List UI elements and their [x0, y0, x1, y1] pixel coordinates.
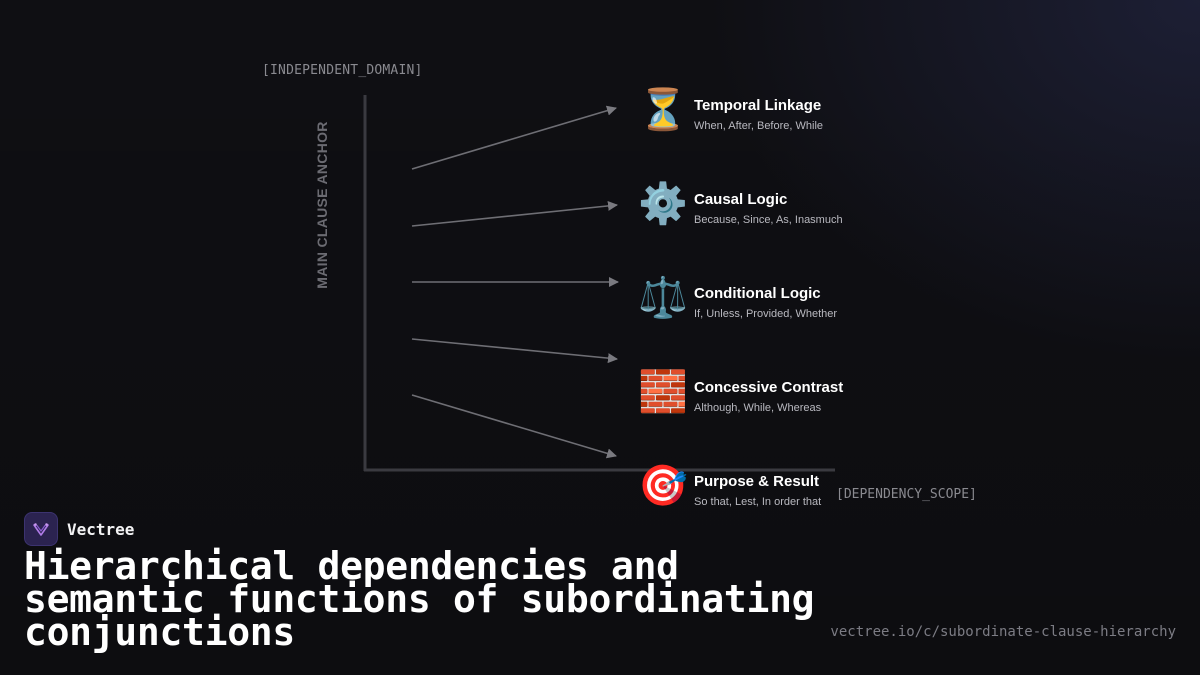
arrow-purpose	[411, 394, 617, 459]
category-subtitle: So that, Lest, In order that	[694, 496, 822, 508]
category-temporal-linkage: ⏳ Temporal Linkage When, After, Before, …	[638, 86, 823, 134]
category-subtitle: Although, While, Whereas	[694, 402, 822, 414]
category-subtitle: When, After, Before, While	[694, 120, 824, 132]
category-title: Causal Logic	[694, 191, 788, 208]
target-icon: 🎯	[638, 464, 688, 508]
category-conditional-logic: ⚖️ Conditional Logic If, Unless, Provide…	[638, 274, 837, 322]
dependency-scope-label: [DEPENDENCY_SCOPE]	[836, 487, 977, 502]
category-causal-logic: ⚙️ Causal Logic Because, Since, As, Inas…	[638, 180, 843, 228]
category-purpose-result: 🎯 Purpose & Result So that, Lest, In ord…	[638, 462, 821, 510]
gear-icon: ⚙️	[638, 182, 688, 226]
page-url[interactable]: vectree.io/c/subordinate-clause-hierarch…	[830, 624, 1176, 640]
arrow-concessive	[411, 338, 618, 364]
balance-scale-icon: ⚖️	[638, 276, 688, 320]
brand-name: Vectree	[67, 519, 135, 539]
category-concessive-contrast: 🧱 Concessive Contrast Although, While, W…	[638, 368, 843, 416]
hourglass-icon: ⏳	[638, 88, 688, 132]
brand[interactable]: Vectree	[24, 512, 134, 546]
page-title: Hierarchical dependencies and semantic f…	[24, 544, 815, 654]
brick-wall-icon: 🧱	[638, 370, 688, 414]
category-title: Concessive Contrast	[694, 379, 844, 396]
vectree-logo-icon	[24, 512, 58, 546]
category-title: Conditional Logic	[694, 285, 821, 302]
independent-domain-label: [INDEPENDENT_DOMAIN]	[262, 63, 423, 78]
category-subtitle: If, Unless, Provided, Whether	[694, 308, 838, 320]
category-title: Purpose & Result	[694, 473, 820, 490]
arrow-temporal	[411, 105, 617, 170]
category-subtitle: Because, Since, As, Inasmuch	[694, 214, 843, 226]
arrow-causal	[411, 200, 618, 227]
category-title: Temporal Linkage	[694, 97, 822, 114]
